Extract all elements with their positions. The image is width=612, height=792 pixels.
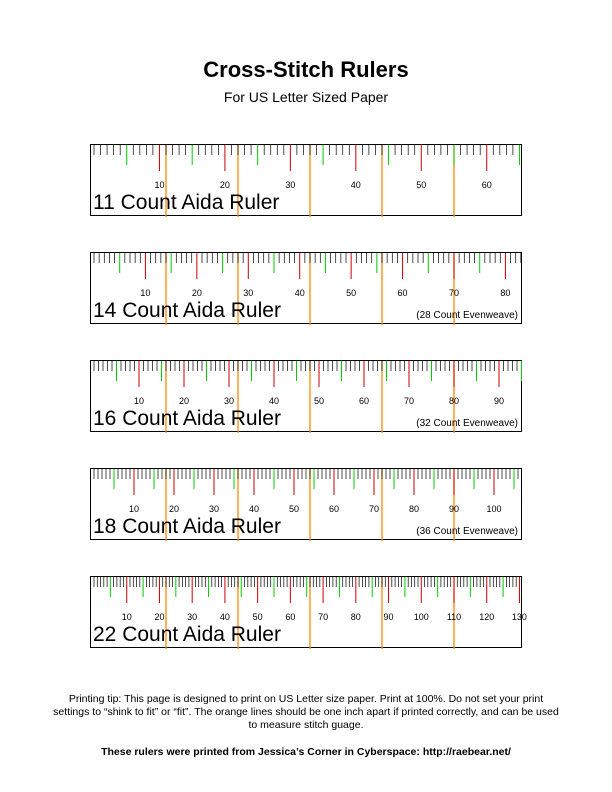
ruler-22-count: 10 20 30 40 50 60 70 80 90 100 110 120 130 22 Count … <box>90 576 527 649</box>
tick-number-label: 20 <box>154 612 164 622</box>
tick-number-label: 70 <box>404 396 414 406</box>
tick-number-label: 30 <box>285 180 295 190</box>
tick-number-label: 100 <box>486 504 501 514</box>
tick-number-label: 30 <box>209 504 219 514</box>
tick-number-label: 50 <box>289 504 299 514</box>
tick-number-label: 90 <box>384 612 394 622</box>
tick-number-label: 50 <box>416 180 426 190</box>
ruler-label: 18 Count Aida Ruler <box>93 515 281 538</box>
credit-line: These rulers were printed from Jessica’s… <box>101 746 511 758</box>
tick-number-label: 20 <box>220 180 230 190</box>
tick-number-label: 90 <box>449 504 459 514</box>
tick-number-label: 80 <box>351 612 361 622</box>
tick-number-label: 10 <box>134 396 144 406</box>
tick-number-label: 60 <box>359 396 369 406</box>
tick-number-label: 60 <box>482 180 492 190</box>
tick-number-label: 30 <box>243 288 253 298</box>
tick-number-label: 50 <box>314 396 324 406</box>
ruler-ticks: 10 20 30 40 50 60 70 80 <box>93 253 522 325</box>
tick-number-label: 30 <box>224 396 234 406</box>
ruler-16-count: 10 20 30 40 50 60 70 80 90 16 Count Aida Ruler (… <box>90 360 522 433</box>
ruler-label: 22 Count Aida Ruler <box>93 623 281 646</box>
ruler-label: 16 Count Aida Ruler <box>93 407 281 430</box>
tick-number-label: 50 <box>346 288 356 298</box>
ruler-ticks: 10 20 30 40 50 60 70 80 90 100 <box>93 469 519 541</box>
tick-number-label: 90 <box>494 396 504 406</box>
tick-number-label: 20 <box>192 288 202 298</box>
tick-number-label: 40 <box>351 180 361 190</box>
tick-number-label: 70 <box>449 288 459 298</box>
tick-number-label: 110 <box>447 612 461 622</box>
tick-number-label: 120 <box>479 612 494 622</box>
tick-number-label: 40 <box>295 288 305 298</box>
ruler-ticks: 10 20 30 40 50 60 70 80 90 100 110 120 130 <box>93 577 527 649</box>
tick-number-label: 10 <box>122 612 132 622</box>
ruler-label: 11 Count Aida Ruler <box>93 191 280 214</box>
ruler-11-count: 10 20 30 40 50 60 11 Count Aida Ruler <box>90 144 522 217</box>
tick-number-label: 80 <box>449 396 459 406</box>
tick-number-label: 60 <box>285 612 295 622</box>
tick-number-label: 60 <box>398 288 408 298</box>
tick-number-label: 70 <box>369 504 379 514</box>
tick-number-label: 40 <box>269 396 279 406</box>
ruler-sublabel: (32 Count Evenweave) <box>416 418 518 429</box>
printing-tip: Printing tip: This page is designed to p… <box>53 693 559 731</box>
tick-number-label: 80 <box>500 288 510 298</box>
ruler-ticks: 10 20 30 40 50 60 <box>93 145 520 217</box>
tick-number-label: 100 <box>414 612 429 622</box>
ruler-ticks: 10 20 30 40 50 60 70 80 90 <box>93 361 522 433</box>
ruler-sublabel: (36 Count Evenweave) <box>416 526 518 537</box>
tick-number-label: 20 <box>179 396 189 406</box>
tick-number-label: 10 <box>129 504 139 514</box>
page-title: Cross-Stitch Rulers <box>203 57 409 82</box>
tick-number-label: 40 <box>220 612 230 622</box>
tick-number-label: 40 <box>249 504 259 514</box>
tick-number-label: 10 <box>154 180 164 190</box>
tick-number-label: 20 <box>169 504 179 514</box>
ruler-14-count: 10 20 30 40 50 60 70 80 14 Count Aida Ruler (28… <box>90 252 522 325</box>
tick-number-label: 80 <box>409 504 419 514</box>
ruler-sublabel: (28 Count Evenweave) <box>416 310 518 321</box>
ruler-18-count: 10 20 30 40 50 60 70 80 90 100 18 Count Aida Rule… <box>90 468 522 541</box>
ruler-label: 14 Count Aida Ruler <box>93 299 281 322</box>
tick-number-label: 10 <box>140 288 150 298</box>
tick-number-label: 130 <box>512 612 527 622</box>
tick-number-label: 60 <box>329 504 339 514</box>
tick-number-label: 70 <box>318 612 328 622</box>
tick-number-label: 50 <box>253 612 263 622</box>
tick-number-label: 30 <box>187 612 197 622</box>
page-subtitle: For US Letter Sized Paper <box>223 89 389 105</box>
